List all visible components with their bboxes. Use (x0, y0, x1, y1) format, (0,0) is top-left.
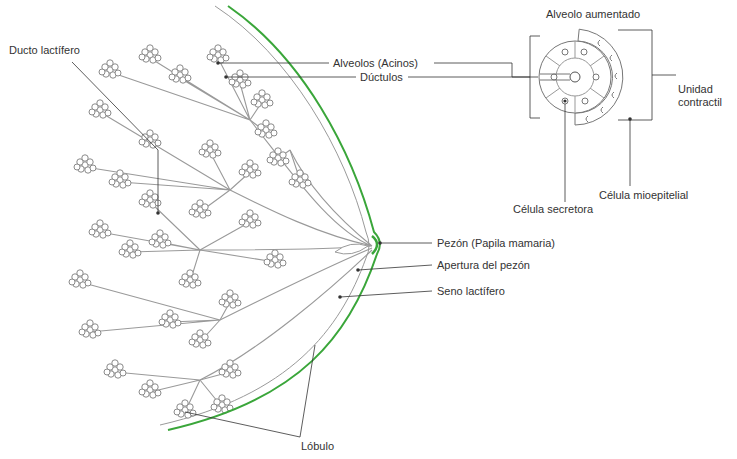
lobules (69, 45, 311, 418)
part-label: Pezón (Papila mamaria) (436, 237, 556, 250)
leader-lines (72, 30, 676, 437)
enlarged-alveolus (539, 29, 623, 125)
part-label: Alveolos (Acinos) (332, 57, 419, 70)
heading-label: Alveolo aumentado (545, 8, 641, 21)
duct-tree (80, 58, 372, 412)
nipple (372, 236, 377, 254)
part-label: Célula secretora (512, 203, 594, 216)
part-label: Dúctulos (359, 71, 404, 84)
part-label: Apertura del pezón (436, 259, 531, 272)
sinus (335, 244, 368, 254)
part-label: Lóbulo (300, 440, 335, 453)
part-label: Unidad contractil (677, 83, 733, 109)
part-label: Seno lactífero (436, 285, 506, 298)
leader-dots (156, 61, 632, 299)
part-label: Célula mioepitelial (598, 189, 689, 202)
part-label: Ducto lactífero (8, 44, 81, 57)
